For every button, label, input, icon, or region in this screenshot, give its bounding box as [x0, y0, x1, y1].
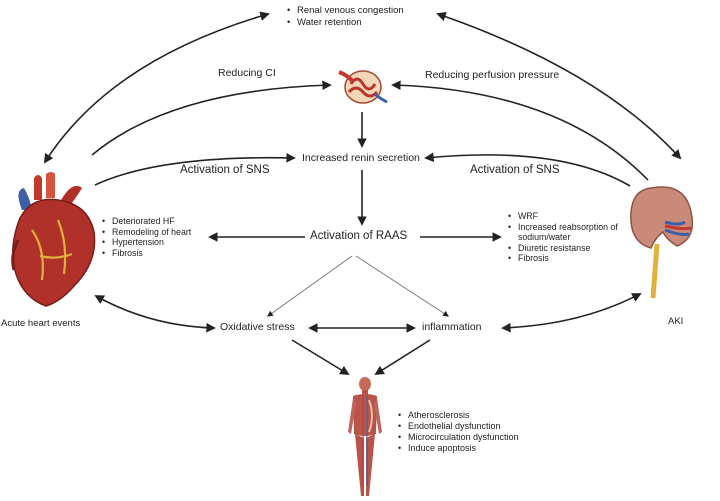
top-effect-item: Renal venous congestion: [287, 5, 404, 17]
sns-right-label: Activation of SNS: [470, 164, 560, 176]
body-effects-list: Atherosclerosis Endothelial dysfunction …: [398, 410, 519, 454]
renin-label: Increased renin secretion: [302, 152, 420, 164]
top-effects-list: Renal venous congestion Water retention: [287, 5, 404, 28]
kidney-effect-item-continued: sodium/water: [518, 232, 571, 242]
arrow-sns-left: [94, 153, 296, 186]
sns-left-label: Activation of SNS: [180, 164, 270, 176]
arrow-raas-oxidative: [267, 255, 353, 317]
arrow-heart-top: [43, 11, 270, 164]
heart-effect-item: Hypertension: [102, 237, 191, 248]
arrow-heart-oxidative: [94, 295, 216, 333]
body-effect-item: Atherosclerosis: [398, 410, 519, 421]
arrow-reducing-perfusion: [391, 80, 649, 181]
kidney-effects-list: WRF Increased reabsorption of sodium/wat…: [508, 211, 618, 264]
body-effect-item: Induce apoptosis: [398, 443, 519, 454]
kidney-icon: [630, 186, 694, 299]
kidney-effect-item: Fibrosis: [508, 253, 618, 264]
kidney-effect-item: Diuretic resistanse: [508, 243, 618, 254]
arrow-inflammation-aki: [501, 293, 642, 333]
inflammation-label: inflammation: [422, 321, 482, 333]
arrow-sns-right: [424, 152, 631, 187]
body-effect-item: Microcirculation dysfunction: [398, 432, 519, 443]
glomerulus-icon: [338, 70, 388, 104]
heart-effect-item: Fibrosis: [102, 248, 191, 259]
oxidative-stress-label: Oxidative stress: [220, 321, 295, 333]
human-body-icon: [348, 377, 382, 496]
raas-label: Activation of RAAS: [310, 230, 408, 242]
arrow-top-kidney: [436, 11, 682, 160]
aki-label: AKI: [668, 316, 684, 327]
arrow-raas-inflammation: [355, 255, 450, 317]
heart-effect-item: Deteriorated HF: [102, 216, 191, 227]
arrow-reducing-ci: [91, 80, 332, 156]
heart-effect-item: Remodeling of heart: [102, 227, 191, 238]
kidney-effect-item: Increased reabsorption of: [508, 222, 618, 233]
heart-effects-list: Deteriorated HF Remodeling of heart Hype…: [102, 216, 191, 258]
arrow-oxidative-body: [291, 339, 350, 375]
kidney-effect-item: WRF: [508, 211, 618, 222]
body-effect-item: Endothelial dysfunction: [398, 421, 519, 432]
arrow-inflammation-body: [374, 339, 431, 376]
reducing-perfusion-label: Reducing perfusion pressure: [425, 69, 560, 81]
top-effect-item: Water retention: [287, 17, 404, 29]
heart-icon: [11, 172, 96, 307]
reducing-ci-label: Reducing CI: [218, 67, 276, 79]
heart-events-label: Acute heart events: [1, 318, 81, 329]
